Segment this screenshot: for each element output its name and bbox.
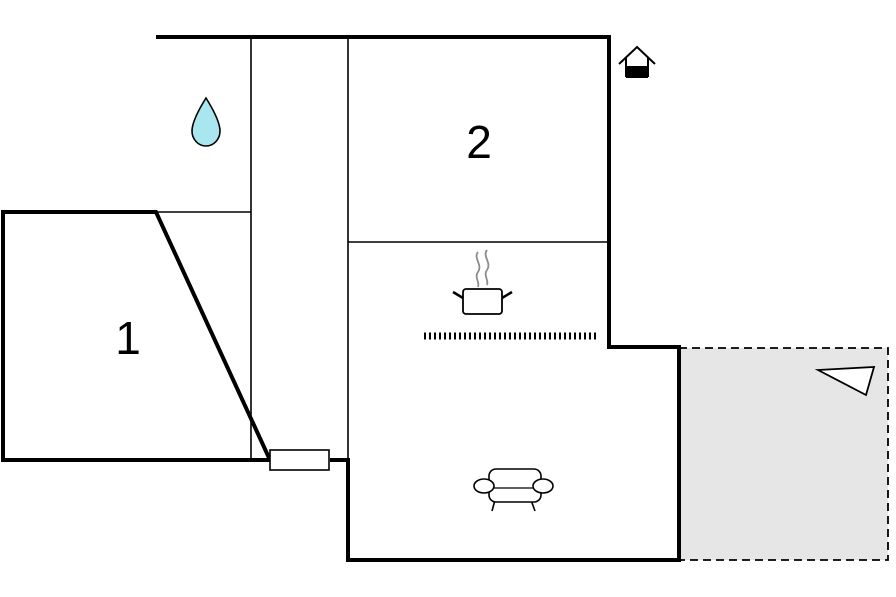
terrace-triangle-icon	[814, 366, 876, 397]
house-entrance-icon	[618, 45, 656, 78]
room-1-label: 1	[115, 312, 141, 364]
water-drop-icon	[191, 96, 221, 147]
sofa-icon	[473, 468, 554, 512]
entrance-door	[269, 449, 330, 471]
outer-walls	[1, 35, 681, 562]
room-2-label: 2	[466, 116, 492, 168]
cooking-pot-icon	[452, 249, 513, 315]
